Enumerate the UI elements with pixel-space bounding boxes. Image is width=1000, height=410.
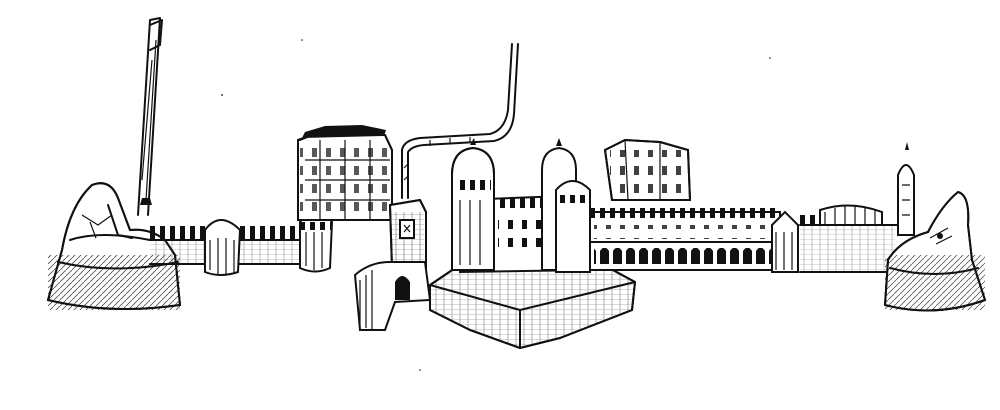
gate-tower bbox=[388, 198, 427, 269]
paper-specks bbox=[221, 39, 771, 371]
gate-ramp bbox=[353, 261, 432, 331]
arcaded-wing bbox=[589, 208, 781, 271]
curtain-wall-right bbox=[799, 204, 901, 273]
right-bastion bbox=[883, 190, 987, 312]
round-tower-left bbox=[204, 219, 242, 276]
smoke-plume bbox=[401, 43, 519, 199]
castle-keep bbox=[429, 138, 637, 350]
watch-tower bbox=[897, 142, 915, 236]
hilltop-building bbox=[603, 138, 692, 201]
corner-tower bbox=[771, 210, 799, 273]
town-buildings-left bbox=[297, 125, 393, 221]
flag-pole bbox=[137, 17, 163, 216]
